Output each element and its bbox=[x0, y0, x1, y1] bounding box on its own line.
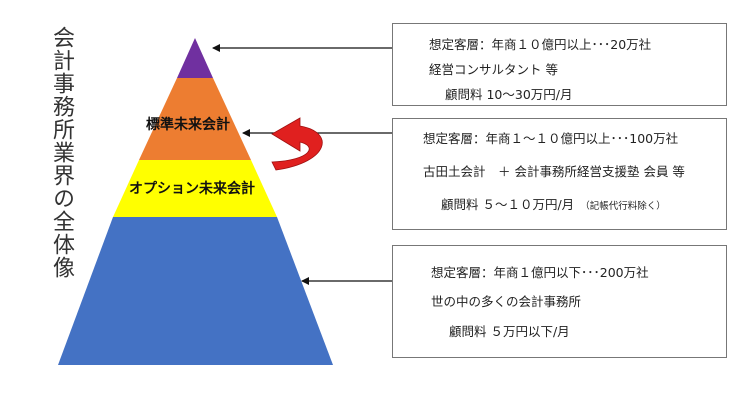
info-box-middle: 想定客層：年商１～１０億円以上･･･100万社 古田土会計 ＋ 会計事務所経営支… bbox=[392, 118, 727, 230]
box-middle-line2: 古田土会計 ＋ 会計事務所経営支援塾 会員 等 bbox=[423, 164, 685, 179]
box-top-line1: 想定客層：年商１０億円以上･･･20万社 bbox=[429, 37, 652, 52]
box-middle-fee: 顧問料 ５～１０万円/月 bbox=[441, 197, 575, 212]
tier-label-option: オプション未来会計 bbox=[129, 181, 255, 197]
info-box-top: 想定客層：年商１０億円以上･･･20万社 経営コンサルタント 等 顧問料 10～… bbox=[392, 23, 727, 106]
tier-option bbox=[113, 160, 277, 217]
tier-standard bbox=[139, 78, 251, 160]
tier-base bbox=[58, 217, 333, 365]
box-top-line3: 顧問料 10～30万円/月 bbox=[445, 87, 573, 102]
box-bottom-line1: 想定客層：年商１億円以下･･･200万社 bbox=[431, 265, 649, 280]
box-top-line2: 経営コンサルタント 等 bbox=[429, 62, 558, 77]
tier-label-standard: 標準未来会計 bbox=[146, 117, 230, 133]
box-middle-line1: 想定客層：年商１～１０億円以上･･･100万社 bbox=[423, 131, 679, 146]
info-box-bottom: 想定客層：年商１億円以下･･･200万社 世の中の多くの会計事務所 顧問料 ５万… bbox=[392, 245, 727, 358]
box-bottom-line2: 世の中の多くの会計事務所 bbox=[431, 294, 582, 309]
box-middle-note: （記帳代行料除く） bbox=[580, 201, 666, 212]
diagram-title: 会計事務所業界の全体像 bbox=[49, 26, 74, 279]
box-bottom-line3: 顧問料 ５万円以下/月 bbox=[449, 324, 570, 339]
box-middle-line3: 顧問料 ５～１０万円/月 （記帳代行料除く） bbox=[441, 194, 666, 213]
tier-top bbox=[177, 38, 213, 78]
curved-arrow-icon bbox=[271, 117, 323, 171]
